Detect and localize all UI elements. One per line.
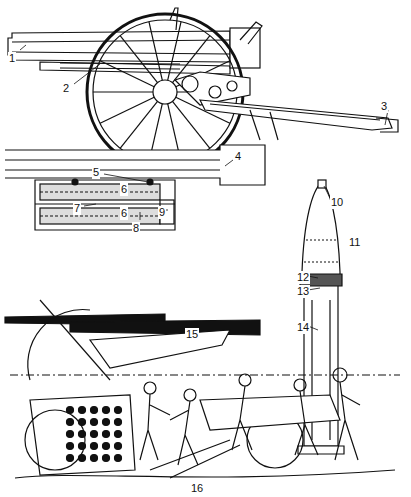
shell-rack-hole [91, 455, 98, 462]
shell-rack-hole [103, 407, 110, 414]
callout-number: 3 [380, 100, 388, 113]
shell-rack-hole [67, 455, 74, 462]
callout-number: 7 [73, 202, 81, 215]
callout-number: 9 [158, 206, 166, 219]
shell-rack-hole [103, 455, 110, 462]
wheel-spoke [100, 97, 154, 123]
shell-rack-hole [91, 443, 98, 450]
recoil-section [5, 145, 265, 230]
wheel-spoke [120, 36, 157, 83]
shell-rack-hole [103, 443, 110, 450]
callout-number: 12 [296, 271, 310, 284]
callout-number: 4 [234, 150, 242, 163]
shell-rack-hole [103, 431, 110, 438]
callout-number: 2 [62, 82, 70, 95]
callout-number: 6 [120, 207, 128, 220]
leader-lines [20, 45, 388, 330]
shell-rack-hole [67, 443, 74, 450]
shell-rack-hole [79, 407, 86, 414]
shell-rack-hole [91, 407, 98, 414]
shell-rack-hole [67, 431, 74, 438]
wheel-spoke [120, 101, 157, 148]
callout-number: 11 [348, 236, 361, 249]
callout-number: 13 [296, 285, 310, 298]
shell-rack-hole [115, 431, 122, 438]
wheel-spoke [149, 22, 162, 80]
wheel-spoke [100, 61, 154, 87]
callout-number: 8 [132, 222, 140, 235]
callout-number: 14 [296, 321, 310, 334]
shell-rack-hole [91, 431, 98, 438]
shell-rack-hole [91, 419, 98, 426]
callout-number: 10 [330, 196, 344, 209]
shell-rack-hole [67, 419, 74, 426]
wheel-spoke [168, 22, 181, 80]
shell-rack-hole [103, 419, 110, 426]
callout-number: 6 [120, 183, 128, 196]
callout-number: 5 [92, 166, 100, 179]
callout-number: 16 [190, 482, 204, 495]
field-gun [8, 8, 398, 170]
wheel-spoke [93, 91, 153, 92]
shell-rack-hole [115, 443, 122, 450]
shell-rack-hole [115, 419, 122, 426]
callout-number: 1 [8, 52, 16, 65]
callout-number: 15 [185, 328, 199, 341]
shell-rack-hole [115, 407, 122, 414]
shell-rack-hole [115, 455, 122, 462]
crew-scene [15, 368, 395, 478]
